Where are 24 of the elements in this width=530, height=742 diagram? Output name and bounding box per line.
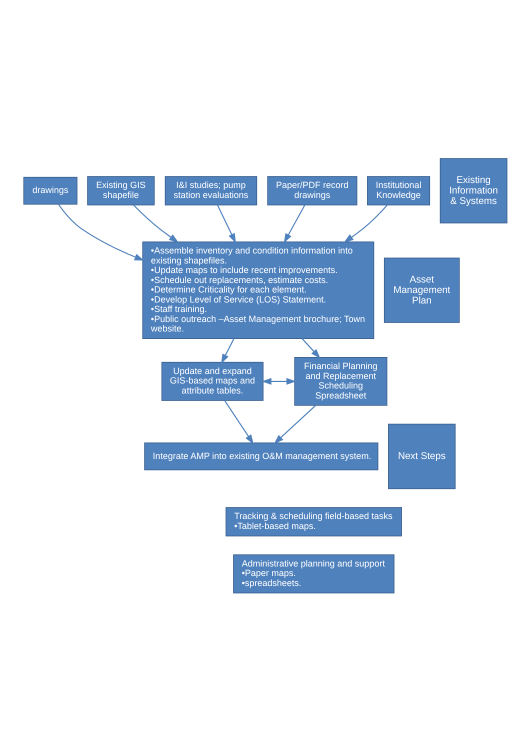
arrow bbox=[302, 338, 320, 358]
node-box: Financial Planning and Replacement Scheduling Spreadsheet bbox=[294, 356, 388, 406]
node-box: •Assemble inventory and condition information into existing shapefiles. •Update maps to include recent improvements. •Schedule out replacements, estimate costs. •Determine Criticality for each element. •Develop Level of Service (LOS) Statement. •Staff training. •Public outreach –Asset Management brochure; Town website. bbox=[142, 240, 374, 338]
arrow bbox=[58, 204, 144, 260]
node-box: I&I studies; pump station evaluations bbox=[164, 176, 258, 205]
arrow bbox=[133, 204, 179, 242]
arrow bbox=[262, 377, 296, 384]
node-box: Integrate AMP into existing O&M management system. bbox=[144, 442, 378, 470]
arrow bbox=[224, 400, 254, 444]
arrow bbox=[221, 338, 234, 364]
arrow bbox=[217, 204, 236, 243]
node-box: drawings bbox=[23, 176, 78, 204]
node-box: Existing Information & Systems bbox=[440, 158, 508, 223]
arrow bbox=[274, 404, 316, 444]
arrow bbox=[344, 204, 388, 242]
node-box: Institutional Knowledge bbox=[367, 176, 430, 205]
node-box: Update and expand GIS-based maps and attribute tables. bbox=[161, 361, 264, 400]
node-box: Paper/PDF record drawings bbox=[267, 176, 358, 205]
node-box: Next Steps bbox=[388, 423, 456, 489]
node-box: Administrative planning and support •Paper maps. •spreadsheets. bbox=[233, 554, 394, 593]
arrow bbox=[284, 204, 306, 243]
node-box: Asset Management Plan bbox=[384, 257, 460, 322]
node-box: Tracking & scheduling field-based tasks •Tablet-based maps. bbox=[226, 506, 402, 536]
node-box: Existing GIS shapefile bbox=[87, 176, 155, 205]
